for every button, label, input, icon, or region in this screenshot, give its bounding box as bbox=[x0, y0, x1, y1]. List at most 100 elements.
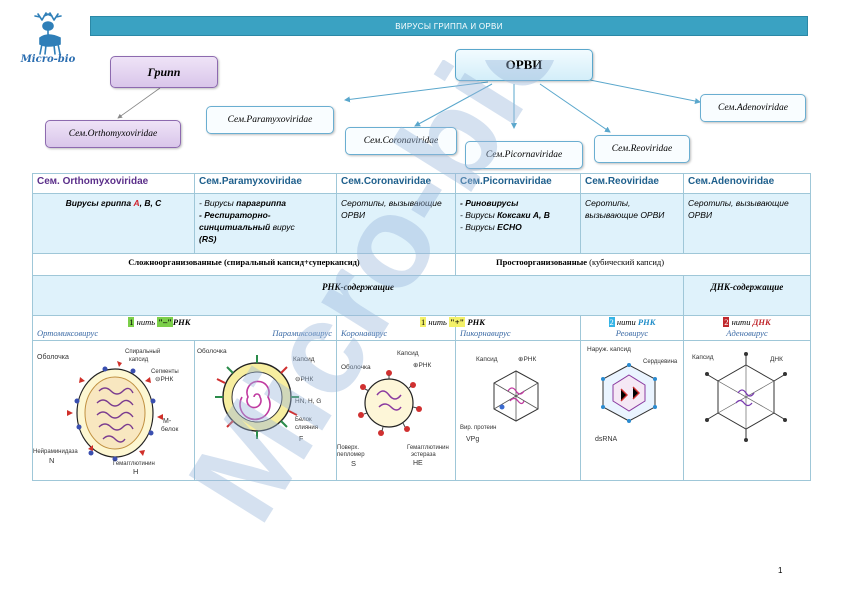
svg-text:N: N bbox=[49, 456, 54, 465]
page-number: 1 bbox=[778, 566, 783, 575]
svg-text:Гемагглютинин: Гемагглютинин bbox=[407, 445, 449, 451]
cell-paramyxo-viruses: - Вирусы парагриппа - Респираторно-синци… bbox=[194, 193, 337, 254]
text: РНК bbox=[465, 317, 485, 327]
cell-picorna-viruses: - Риновирусы - Вирусы Коксаки А, В - Вир… bbox=[455, 193, 581, 254]
text: "–" bbox=[157, 317, 173, 327]
family-adenoviridae-box: Сем.Adenoviridae bbox=[700, 94, 806, 122]
adenovirus-drawing: Капсид ДНК bbox=[692, 352, 787, 442]
adenovirus-label: Аденовирус bbox=[726, 328, 768, 338]
text: Сложноорганизованные (спиральный капсид+… bbox=[128, 257, 360, 267]
cell-adeno-viruses: Серотипы, вызывающие ОРВИ bbox=[683, 193, 811, 254]
header-orthomyxoviridae: Сем. Orthomyxoviridae bbox=[32, 173, 195, 194]
text: 1 bbox=[128, 317, 135, 327]
orthomyxovirus-drawing: Оболочка Спиральный капсид Сегменты ⊖РНК… bbox=[33, 348, 179, 476]
header-adenoviridae: Сем.Adenoviridae bbox=[683, 173, 811, 194]
text: нить bbox=[134, 317, 158, 327]
svg-text:эстераза: эстераза bbox=[411, 452, 436, 458]
svg-text:Вир. протеин: Вир. протеин bbox=[460, 425, 497, 431]
svg-text:HN, H, G: HN, H, G bbox=[295, 398, 321, 405]
family-orthomyxoviridae-box: Сем.Orthomyxoviridae bbox=[45, 120, 181, 148]
svg-text:Сердцевина: Сердцевина bbox=[643, 359, 678, 365]
text: (кубический капсид) bbox=[587, 257, 665, 267]
adenovirus-drawing-cell: Капсид ДНК bbox=[683, 340, 811, 481]
svg-text:dsRNA: dsRNA bbox=[595, 436, 618, 443]
text: нить bbox=[426, 317, 449, 327]
reovirus-drawing-cell: Наруж. капсид Сердцевина dsRNA bbox=[580, 340, 684, 481]
text: - Вирусы bbox=[199, 198, 237, 208]
cell-picorna-strand: 1 нить "+" РНК Пикорнавирус bbox=[420, 315, 581, 341]
family-reoviridae-box: Сем.Reoviridae bbox=[594, 135, 690, 163]
strand-row: 1 нить "–"РНК Ортомиксовирус Парамиксови… bbox=[32, 315, 811, 341]
svg-text:H: H bbox=[133, 467, 138, 475]
text: (RS) bbox=[199, 234, 217, 244]
svg-text:Поверх.: Поверх. bbox=[337, 445, 359, 451]
orthomyxovirus-label: Ортомиксовирус bbox=[37, 328, 99, 338]
text: Простоорганизованные bbox=[496, 257, 588, 267]
svg-text:Гемагглютинин: Гемагглютинин bbox=[113, 461, 155, 467]
text: "+" bbox=[448, 317, 466, 327]
coronavirus-label: Коронавирус bbox=[341, 328, 388, 338]
orthomyxovirus-drawing-cell: Оболочка Спиральный капсид Сегменты ⊖РНК… bbox=[32, 340, 195, 481]
svg-text:ДНК: ДНК bbox=[770, 356, 783, 363]
svg-text:Капсид: Капсид bbox=[397, 350, 419, 357]
svg-text:⊕РНК: ⊕РНК bbox=[413, 362, 431, 369]
svg-text:Капсид: Капсид bbox=[476, 356, 498, 363]
cell-corona-viruses: Серотипы, вызывающие ОРВИ bbox=[336, 193, 456, 254]
header-reoviridae: Сем.Reoviridae bbox=[580, 173, 684, 194]
cell-orthomyxo-viruses: Вирусы гриппа А, В, С bbox=[32, 193, 195, 254]
svg-text:S: S bbox=[351, 459, 356, 468]
cell-reo-strand: 2 нити РНК Реовирус bbox=[580, 315, 684, 341]
coronavirus-drawing-cell: Капсид ⊕РНК Оболочка Поверх. пепломер S … bbox=[336, 340, 456, 481]
reovirus-label: Реовирус bbox=[615, 328, 649, 338]
svg-text:Белок: Белок bbox=[295, 417, 312, 423]
logo-text: Micro-bio bbox=[20, 54, 76, 65]
picornavirus-drawing: Капсид ⊕РНК Вир. протеин VPg bbox=[460, 356, 539, 443]
orvi-box: ОРВИ bbox=[455, 49, 593, 81]
cell-rna-containing: РНК-содержащие bbox=[32, 275, 684, 316]
svg-text:Сегменты: Сегменты bbox=[151, 369, 179, 375]
coronavirus-drawing: Капсид ⊕РНК Оболочка Поверх. пепломер S … bbox=[337, 350, 449, 468]
paramyxovirus-label: Парамиксовирус bbox=[272, 328, 332, 338]
svg-text:Наруж. капсид: Наруж. капсид bbox=[587, 346, 631, 353]
text: 2 bbox=[723, 317, 730, 327]
header-row: Сем. Orthomyxoviridae Сем.Paramyxovirida… bbox=[32, 173, 811, 194]
header-paramyxoviridae: Сем.Paramyxoviridae bbox=[194, 173, 337, 194]
svg-text:HE: HE bbox=[413, 460, 423, 467]
text: парагриппа bbox=[236, 198, 287, 208]
text: ЕСНО bbox=[497, 222, 522, 232]
cell-ortho-strand: 1 нить "–"РНК Ортомиксовирус bbox=[32, 315, 195, 341]
flu-box: Грипп bbox=[110, 56, 218, 88]
svg-text:F: F bbox=[299, 436, 303, 443]
deer-logo-icon bbox=[34, 12, 62, 55]
svg-text:Капсид: Капсид bbox=[692, 354, 714, 361]
picornavirus-label: Пикорнавирус bbox=[460, 328, 511, 338]
paramyxovirus-drawing: Оболочка Капсид ⊖РНК HN, H, G Белок слия… bbox=[197, 347, 321, 443]
svg-text:слияния: слияния bbox=[295, 425, 318, 431]
text: нити bbox=[729, 317, 753, 327]
svg-text:⊖РНК: ⊖РНК bbox=[295, 376, 313, 383]
picornavirus-drawing-cell: Капсид ⊕РНК Вир. протеин VPg bbox=[455, 340, 581, 481]
cell-dna-containing: ДНК-содержащие bbox=[683, 275, 811, 316]
text: 2 bbox=[608, 317, 615, 327]
text: нити bbox=[614, 317, 638, 327]
flu-a-highlight: А bbox=[133, 198, 140, 208]
cell-corona-strand: Коронавирус bbox=[336, 315, 456, 341]
svg-text:VPg: VPg bbox=[466, 436, 479, 443]
svg-text:Нейраминидаза: Нейраминидаза bbox=[33, 448, 78, 455]
cell-reo-viruses: Серотипы, вызывающие ОРВИ bbox=[580, 193, 684, 254]
svg-text:белок: белок bbox=[161, 425, 179, 433]
cell-adeno-strand: 2 нити ДНК Аденовирус bbox=[683, 315, 811, 341]
text: Коксаки А, В bbox=[497, 210, 550, 220]
genome-type-row: РНК-содержащие ДНК-содержащие bbox=[32, 275, 811, 316]
text: Вирусы гриппа bbox=[65, 198, 134, 208]
family-paramyxoviridae-box: Сем.Paramyxoviridae bbox=[206, 106, 334, 134]
text: ДНК bbox=[752, 317, 771, 327]
paramyxovirus-drawing-cell: Оболочка Капсид ⊖РНК HN, H, G Белок слия… bbox=[194, 340, 337, 481]
family-picornaviridae-box: Сем.Picornaviridae bbox=[465, 141, 583, 169]
text: РНК bbox=[637, 317, 656, 327]
text: - Риновирусы bbox=[460, 198, 519, 208]
family-coronaviridae-box: Сем.Coronaviridae bbox=[345, 127, 457, 155]
text: , В, С bbox=[139, 198, 162, 208]
cell-simple-organized: Простоорганизованные (кубический капсид) bbox=[455, 253, 811, 276]
drawings-row: Оболочка Спиральный капсид Сегменты ⊖РНК… bbox=[32, 340, 811, 481]
